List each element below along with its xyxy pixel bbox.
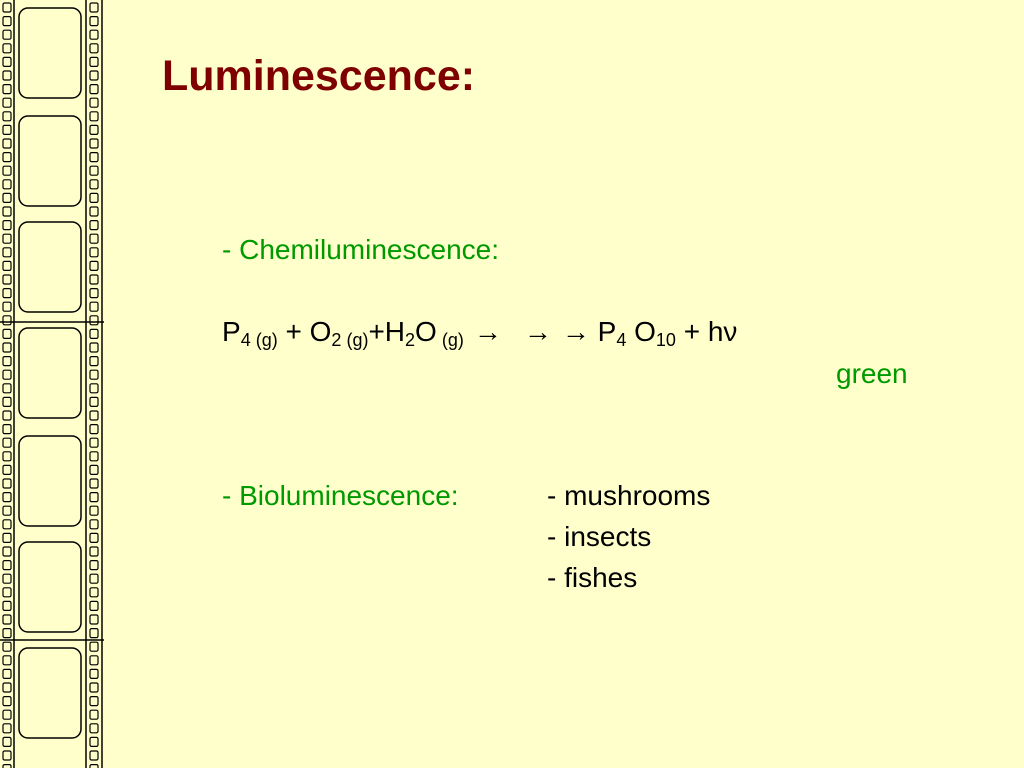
emission-color-label: green bbox=[836, 358, 908, 389]
slide-title: Luminescence: bbox=[162, 52, 476, 100]
eq-product-o-subscript: 10 bbox=[655, 330, 676, 350]
eq-o-state: (g) bbox=[346, 330, 369, 350]
eq-p: P bbox=[222, 316, 241, 347]
eq-o-subscript: 2 bbox=[331, 330, 342, 350]
arrow-icon: → bbox=[473, 316, 502, 347]
eq-photon: + hν bbox=[683, 316, 738, 347]
list-item: - mushrooms bbox=[547, 480, 711, 511]
arrow-icon: → bbox=[561, 316, 590, 347]
arrow-icon: → bbox=[523, 316, 552, 347]
list-item: - fishes bbox=[547, 562, 638, 593]
eq-product-o: O bbox=[634, 316, 656, 347]
eq-product-p: P bbox=[597, 316, 617, 347]
list-item: - insects bbox=[547, 521, 652, 552]
eq-h-state: (g) bbox=[441, 330, 464, 350]
eq-o2: + O bbox=[285, 316, 332, 347]
eq-h2o-o: O bbox=[415, 316, 437, 347]
chemical-equation: P4 (g) + O2 (g)+H2O (g)→→→ P4 O10 + hν bbox=[222, 316, 738, 350]
film-strip-decoration bbox=[0, 0, 104, 768]
eq-h2o: +H bbox=[368, 316, 406, 347]
chemiluminescence-heading: - Chemiluminescence: bbox=[222, 234, 499, 265]
eq-h-subscript: 2 bbox=[405, 330, 416, 350]
eq-p-state: (g) bbox=[255, 330, 278, 350]
bioluminescence-heading: - Bioluminescence: bbox=[222, 480, 459, 511]
eq-p-subscript: 4 bbox=[240, 330, 251, 350]
eq-product-p-subscript: 4 bbox=[616, 330, 627, 350]
